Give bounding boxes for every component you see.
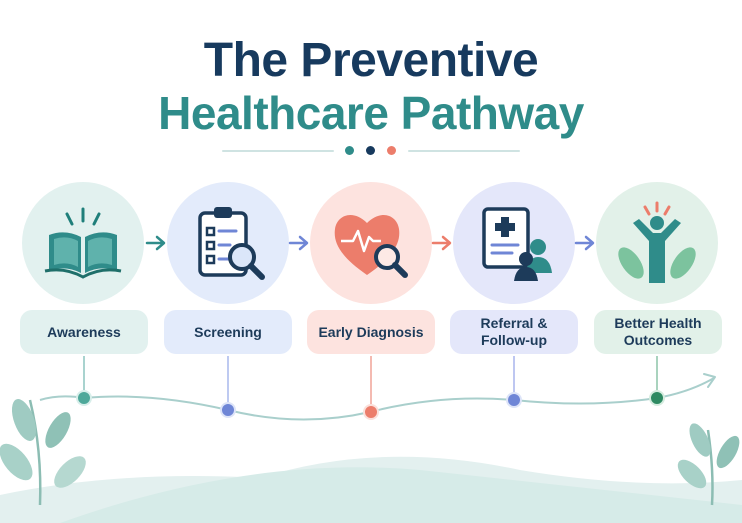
referral-document-icon [482,207,552,281]
clipboard-magnifier-icon [198,207,265,280]
timeline-node-screening [220,402,236,418]
divider-dot-navy [366,146,375,155]
timeline-node-early-diagnosis [363,404,379,420]
title-line-2: Healthcare Pathway [158,87,584,139]
step-label-outcomes: Better Health Outcomes [594,310,722,354]
timeline-node-referral [506,392,522,408]
step-label-awareness: Awareness [20,310,148,354]
timeline-arrowhead-icon [703,373,716,388]
divider-dot-coral [387,146,396,155]
arrow-right-icon [288,235,309,251]
celebrating-person-icon [618,201,696,283]
step-early-diagnosis-circle [310,182,432,304]
timeline-node-outcomes [649,390,665,406]
step-awareness-circle [22,182,144,304]
step-label-early-diagnosis: Early Diagnosis [307,310,435,354]
title-divider-left [222,150,334,152]
title-divider-right [408,150,520,152]
step-screening-circle [167,182,289,304]
step-label-referral: Referral & Follow-up [450,310,578,354]
arrow-right-icon [574,235,595,251]
step-referral-circle [453,182,575,304]
arrow-right-icon [431,235,452,251]
right-leaves-icon [677,423,740,506]
divider-dot-teal [345,146,354,155]
arrow-right-icon [145,235,166,251]
title-line-1: The Preventive [203,34,539,87]
step-label-screening: Screening [164,310,292,354]
timeline-node-awareness [76,390,92,406]
left-leaves-icon [0,399,86,506]
open-book-icon [44,207,122,279]
heart-magnifier-icon [334,215,408,278]
step-outcomes-circle [596,182,718,304]
